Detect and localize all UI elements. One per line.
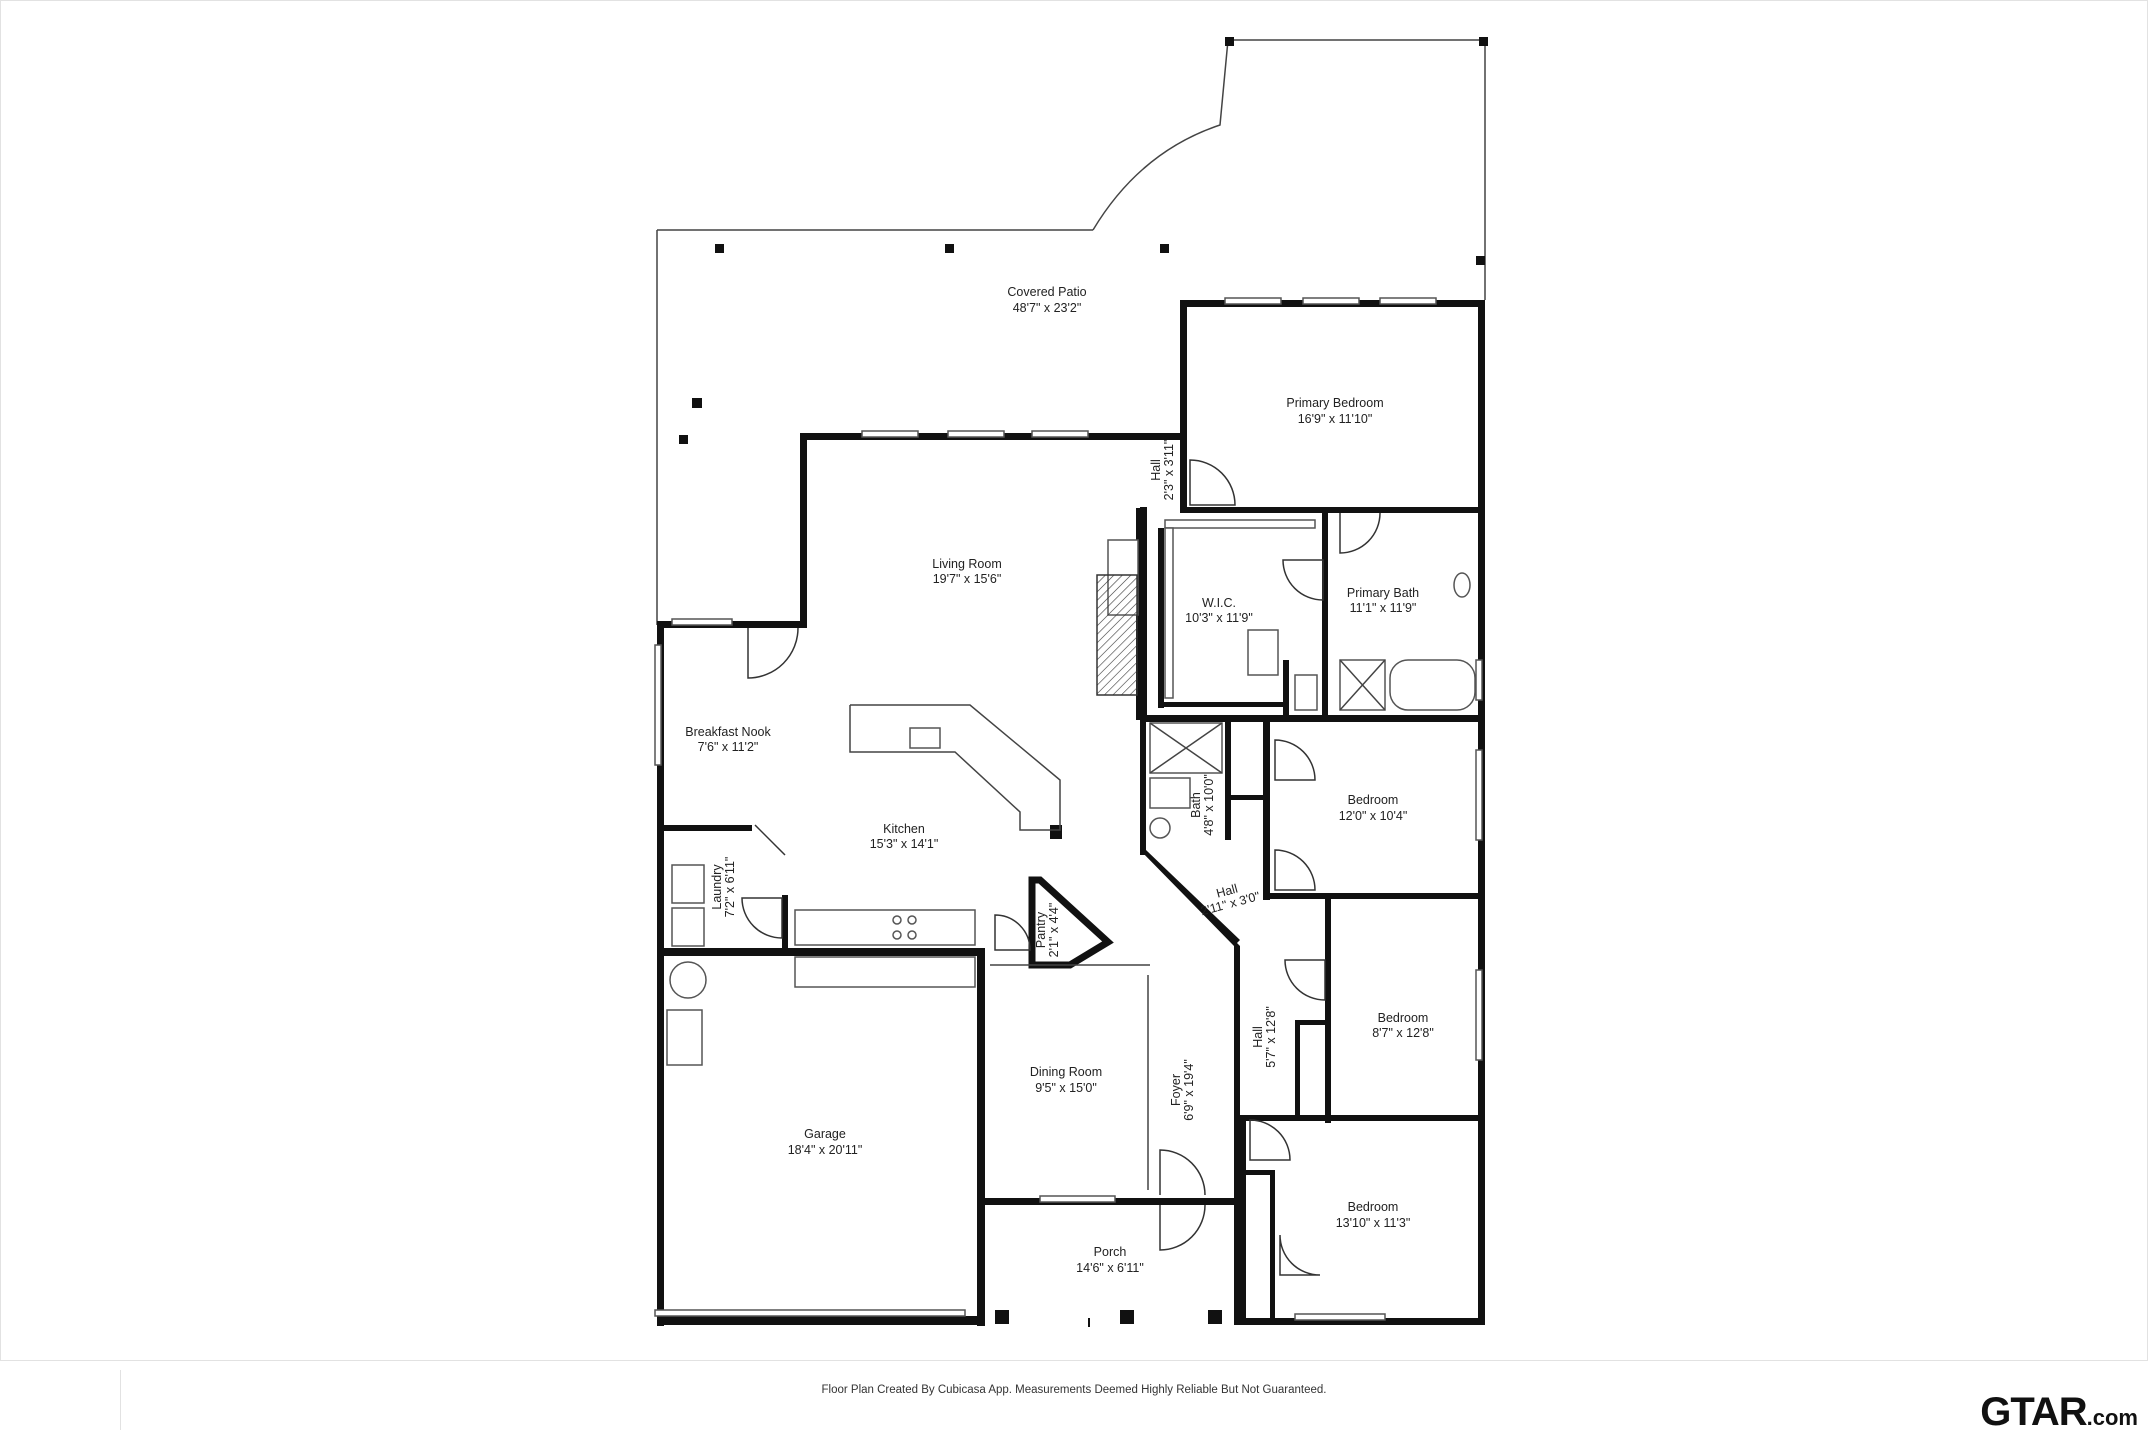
room-name: Porch <box>1094 1245 1127 1259</box>
svg-text:Bedroom: Bedroom <box>1348 1200 1399 1214</box>
room-dim: 7'2" x 6'11" <box>723 857 737 918</box>
room-name: Bedroom <box>1378 1011 1429 1025</box>
room-name: Primary Bath <box>1347 586 1419 600</box>
room-dim: 48'7" x 23'2" <box>1013 301 1082 315</box>
svg-text:Hall: Hall <box>1215 882 1239 901</box>
svg-text:10'3" x 11'9": 10'3" x 11'9" <box>1185 611 1253 625</box>
room-dim: 14'6" x 6'11" <box>1076 1261 1144 1275</box>
svg-text:16'9" x 11'10": 16'9" x 11'10" <box>1298 412 1373 426</box>
patio-posts <box>679 37 1488 444</box>
room-dim: 13'10" x 11'3" <box>1336 1216 1411 1230</box>
svg-text:Bath: Bath <box>1189 792 1203 818</box>
room-name: Foyer <box>1169 1074 1183 1106</box>
svg-text:2'1" x 4'4": 2'1" x 4'4" <box>1047 903 1061 958</box>
brand-logo-text: GTAR <box>1980 1390 2087 1434</box>
room-dim: 2'1" x 4'4" <box>1047 903 1061 958</box>
svg-text:Bedroom: Bedroom <box>1378 1011 1429 1025</box>
svg-text:Porch: Porch <box>1094 1245 1127 1259</box>
room-name: Primary Bedroom <box>1286 396 1383 410</box>
svg-text:Breakfast Nook: Breakfast Nook <box>685 725 771 739</box>
svg-text:7'2" x 6'11": 7'2" x 6'11" <box>723 857 737 918</box>
svg-text:18'4" x 20'11": 18'4" x 20'11" <box>788 1143 863 1157</box>
room-dim: 12'0" x 10'4" <box>1339 809 1408 823</box>
room-name: Bedroom <box>1348 793 1399 807</box>
svg-text:48'7" x 23'2": 48'7" x 23'2" <box>1013 301 1082 315</box>
brand-logo: GTAR.com <box>1980 1390 2138 1435</box>
disclaimer-text: Floor Plan Created By Cubicasa App. Meas… <box>821 1384 1327 1396</box>
room-name: Kitchen <box>883 822 925 836</box>
svg-text:Bedroom: Bedroom <box>1348 793 1399 807</box>
svg-text:19'7" x 15'6": 19'7" x 15'6" <box>933 572 1002 586</box>
crop-mark <box>120 1370 121 1430</box>
room-name: Hall <box>1251 1026 1265 1048</box>
room-name: Hall <box>1149 459 1163 481</box>
room-name: Garage <box>804 1127 846 1141</box>
room-dim: 4'8" x 10'0" <box>1202 774 1216 836</box>
page-edge-top <box>0 0 2148 1</box>
brand-logo-suffix: .com <box>2086 1405 2138 1430</box>
room-dim: 16'9" x 11'10" <box>1298 412 1373 426</box>
svg-text:4'8" x 10'0": 4'8" x 10'0" <box>1202 774 1216 836</box>
room-dim: 2'3" x 3'11" <box>1162 440 1176 501</box>
svg-text:6'9" x 19'4": 6'9" x 19'4" <box>1182 1059 1196 1121</box>
room-dim: 9'5" x 15'0" <box>1035 1081 1097 1095</box>
svg-text:11'1" x 11'9": 11'1" x 11'9" <box>1350 601 1417 615</box>
room-name: Laundry <box>710 864 724 910</box>
room-dim: 7'6" x 11'2" <box>698 740 759 754</box>
doors <box>741 459 1381 1276</box>
svg-text:Foyer: Foyer <box>1169 1074 1183 1106</box>
room-name: Breakfast Nook <box>685 725 771 739</box>
svg-text:Living Room: Living Room <box>932 557 1001 571</box>
page-edge-left <box>0 0 1 1360</box>
svg-text:Garage: Garage <box>804 1127 846 1141</box>
room-name: Living Room <box>932 557 1001 571</box>
room-name: W.I.C. <box>1202 596 1236 610</box>
room-name: Covered Patio <box>1007 285 1086 299</box>
svg-text:Covered Patio: Covered Patio <box>1007 285 1086 299</box>
svg-text:Laundry: Laundry <box>710 864 724 910</box>
room-name: Dining Room <box>1030 1065 1102 1079</box>
fixtures <box>666 519 1476 1190</box>
room-dim: 11'1" x 11'9" <box>1350 601 1417 615</box>
svg-text:Primary Bath: Primary Bath <box>1347 586 1419 600</box>
svg-text:5'7" x 12'8": 5'7" x 12'8" <box>1264 1006 1278 1068</box>
room-dim: 5'7" x 12'8" <box>1264 1006 1278 1068</box>
room-dim: 15'3" x 14'1" <box>870 837 939 851</box>
room-name: Bath <box>1189 792 1203 818</box>
svg-text:15'3" x 14'1": 15'3" x 14'1" <box>870 837 939 851</box>
svg-text:Pantry: Pantry <box>1034 911 1048 948</box>
room-dim: 10'3" x 11'9" <box>1185 611 1253 625</box>
svg-text:W.I.C.: W.I.C. <box>1202 596 1236 610</box>
windows <box>654 297 1483 1321</box>
svg-text:12'0" x 10'4": 12'0" x 10'4" <box>1339 809 1408 823</box>
svg-text:Hall: Hall <box>1149 459 1163 481</box>
page-edge-bottom <box>0 1360 2148 1361</box>
room-name: Bedroom <box>1348 1200 1399 1214</box>
svg-text:Dining Room: Dining Room <box>1030 1065 1102 1079</box>
svg-text:7'6" x 11'2": 7'6" x 11'2" <box>698 740 759 754</box>
room-dim: 8'7" x 12'8" <box>1372 1026 1434 1040</box>
patio-outline <box>656 39 1486 625</box>
svg-text:Primary Bedroom: Primary Bedroom <box>1286 396 1383 410</box>
svg-text:14'6" x 6'11": 14'6" x 6'11" <box>1076 1261 1144 1275</box>
porch-posts <box>995 1310 1222 1327</box>
svg-text:13'10" x 11'3": 13'10" x 11'3" <box>1336 1216 1411 1230</box>
room-dim: 19'7" x 15'6" <box>933 572 1002 586</box>
svg-text:9'5" x 15'0": 9'5" x 15'0" <box>1035 1081 1097 1095</box>
svg-text:8'7" x 12'8": 8'7" x 12'8" <box>1372 1026 1434 1040</box>
svg-text:2'3" x 3'11": 2'3" x 3'11" <box>1162 440 1176 501</box>
svg-text:Kitchen: Kitchen <box>883 822 925 836</box>
room-labels: Covered Patio 48'7" x 23'2" Primary Bedr… <box>685 285 1434 1275</box>
svg-text:Hall: Hall <box>1251 1026 1265 1048</box>
room-dim: 18'4" x 20'11" <box>788 1143 863 1157</box>
room-name: Hall <box>1215 882 1239 901</box>
room-name: Pantry <box>1034 911 1048 948</box>
room-dim: 6'9" x 19'4" <box>1182 1059 1196 1121</box>
